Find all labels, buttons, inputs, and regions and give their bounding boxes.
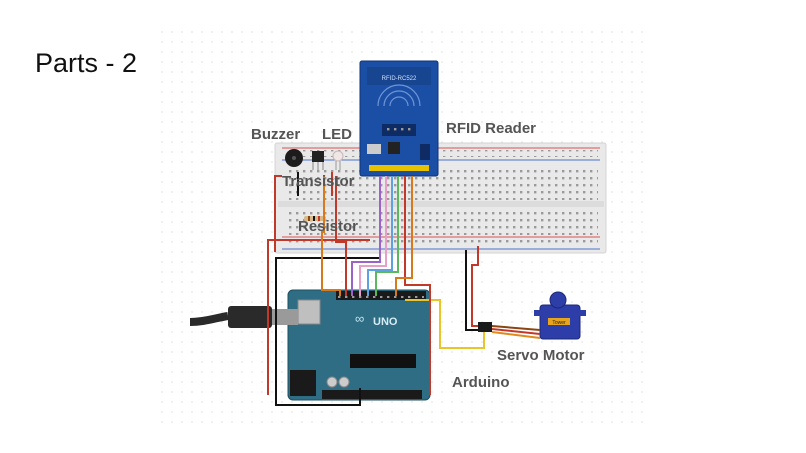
- resistor-component: [304, 216, 326, 221]
- top-rail-holes: [286, 150, 598, 157]
- center-channel: [278, 201, 604, 207]
- bottom-rail-holes: [286, 239, 598, 246]
- label-transistor: Transistor: [282, 173, 355, 190]
- servo-wire-red: [491, 328, 541, 335]
- wire-red-led: [335, 176, 347, 296]
- wire-orange-rfid: [395, 176, 413, 296]
- servo-wire-orange: [491, 331, 541, 339]
- wires: [267, 172, 541, 406]
- label-led: LED: [322, 126, 352, 143]
- servo-brand-text: Tower: [552, 320, 566, 326]
- wire-red-bottom: [404, 176, 431, 395]
- wire-black-bottom: [275, 388, 361, 406]
- wire-green-rfid: [375, 176, 399, 296]
- wire-purple-rfid: [351, 176, 381, 296]
- label-resistor: Resistor: [298, 218, 358, 235]
- wire-black-servo-gnd: [465, 250, 478, 331]
- breadboard: [274, 142, 607, 254]
- label-servo-motor: Servo Motor: [497, 347, 585, 364]
- rfid-reader-board: RFID-RC522: [359, 60, 439, 177]
- wire-red-left: [274, 175, 282, 252]
- svg-text:∞: ∞: [355, 311, 364, 326]
- servo-wire-brown: [491, 325, 541, 331]
- slide-title: Parts - 2: [35, 48, 138, 78]
- wire-orange-buzzer: [321, 176, 341, 296]
- label-buzzer: Buzzer: [251, 126, 300, 143]
- wire-blue-rfid: [367, 176, 393, 296]
- led-component: [332, 150, 344, 170]
- wire-pink-rfid: [359, 176, 387, 296]
- rfid-chip-text: RFID-RC522: [382, 76, 417, 82]
- label-arduino: Arduino: [452, 374, 510, 391]
- upper-terminal-holes: [286, 168, 598, 200]
- usb-cable: [189, 306, 298, 328]
- label-rfid-reader: RFID Reader: [446, 120, 536, 137]
- servo-motor: Tower: [478, 291, 586, 340]
- arduino-uno-text: UNO: [373, 316, 398, 328]
- lower-terminal-holes: [286, 209, 598, 235]
- arduino-board: ∞ UNO: [287, 289, 431, 401]
- transistor-component: [312, 151, 324, 170]
- buzzer-component: [285, 149, 303, 167]
- wire-red-servo-vcc: [471, 246, 479, 327]
- wire-yellow-servo-signal: [405, 299, 485, 349]
